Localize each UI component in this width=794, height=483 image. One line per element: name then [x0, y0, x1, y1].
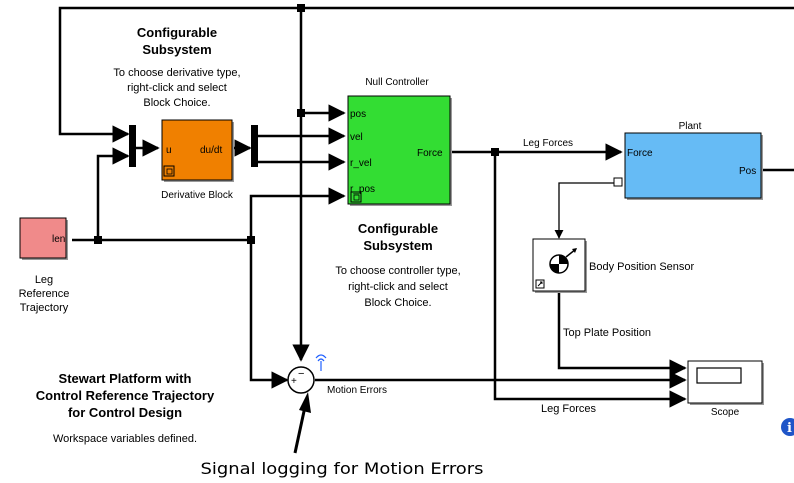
plant-physical-port-icon [613, 177, 623, 187]
plant-fill [624, 132, 762, 199]
controller-in-rvel: r_vel [350, 158, 372, 169]
signal-logging-icon[interactable] [315, 354, 327, 371]
plant-name: Plant [679, 121, 702, 132]
derivative-in-label: u [166, 145, 172, 156]
derivative-block-fill [161, 119, 233, 181]
null-controller-name: Null Controller [365, 77, 429, 88]
controller-in-vel: vel [350, 132, 363, 143]
info-icon[interactable]: i [781, 418, 794, 436]
mux-1[interactable] [129, 125, 136, 167]
plant-block[interactable]: Force Pos [613, 132, 763, 200]
plant-in-force: Force [627, 148, 653, 159]
signal-lines[interactable] [58, 6, 794, 408]
subsystem-variant-icon [163, 165, 175, 177]
controller-annotation-line-3: Block Choice. [364, 297, 431, 309]
derivative-annotation: Configurable Subsystem To choose derivat… [113, 25, 240, 109]
len-to-sum [249, 240, 289, 389]
controller-in-pos: pos [350, 109, 366, 120]
controller-variant-icon [350, 191, 362, 203]
mux-2[interactable] [251, 125, 258, 167]
derivative-annotation-line-2: right-click and select [127, 82, 227, 94]
top-plate-position [557, 291, 687, 377]
leg-reference-name-2: Reference [19, 288, 70, 300]
controller-annotation-title-2: Subsystem [363, 238, 432, 253]
leg-reference-name-1: Leg [35, 274, 53, 286]
body-position-sensor-block[interactable] [532, 238, 587, 293]
model-title-1: Stewart Platform with [59, 371, 192, 386]
sum-plus-sign: + [291, 376, 297, 387]
svg-text:i: i [787, 421, 792, 436]
callout-text: Signal logging for Motion Errors [201, 459, 484, 478]
motion-errors-label: Motion Errors [327, 385, 387, 396]
scope-block[interactable] [687, 360, 764, 405]
sum-minus-sign: − [298, 368, 304, 380]
null-controller-block[interactable]: pos vel r_vel r_pos Force [347, 95, 452, 206]
derivative-out-label: du/dt [200, 145, 222, 156]
leg-reference-name-3: Trajectory [20, 302, 69, 314]
null-controller-fill [347, 95, 451, 205]
controller-in-rpos: r_pos [350, 184, 375, 195]
derivative-annotation-title-1: Configurable [137, 25, 217, 40]
sum-block[interactable]: + − [287, 366, 315, 394]
leg-forces-label-bottom: Leg Forces [541, 403, 597, 415]
derivative-block-name: Derivative Block [161, 190, 234, 201]
derivative-annotation-line-3: Block Choice. [143, 97, 210, 109]
derivative-annotation-title-2: Subsystem [142, 42, 211, 57]
sensor-dial-icon [549, 248, 577, 274]
controller-annotation-line-2: right-click and select [348, 281, 448, 293]
sensor-name: Body Position Sensor [589, 261, 695, 273]
len-signal [72, 187, 346, 242]
controller-annotation-line-1: To choose controller type, [335, 265, 460, 277]
model-subtitle: Workspace variables defined. [53, 433, 197, 445]
model-title-2: Control Reference Trajectory [36, 388, 215, 403]
junction-dots [94, 4, 499, 244]
controller-annotation-title-1: Configurable [358, 221, 438, 236]
derivative-block[interactable]: u du/dt [161, 119, 234, 182]
force-to-scope [493, 152, 687, 408]
top-plate-position-label: Top Plate Position [563, 327, 651, 339]
plant-out-pos: Pos [739, 166, 756, 177]
sensor-link[interactable] [554, 182, 621, 239]
leg-reference-fill [19, 217, 67, 259]
scope-screen-icon [696, 367, 742, 384]
len-to-mux [96, 147, 130, 240]
leg-forces-label-top: Leg Forces [523, 138, 573, 149]
model-title-annotation: Stewart Platform with Control Reference … [36, 371, 215, 445]
leg-reference-block[interactable]: len [19, 217, 68, 260]
scope-name: Scope [711, 407, 740, 418]
len-port-label: len [52, 234, 65, 245]
derivative-annotation-line-1: To choose derivative type, [113, 67, 240, 79]
controller-annotation: Configurable Subsystem To choose control… [335, 221, 460, 309]
callout-arrow [293, 392, 311, 454]
controller-out-force: Force [417, 148, 443, 159]
model-title-3: for Control Design [68, 405, 182, 420]
feedback-bus-top [58, 6, 794, 143]
